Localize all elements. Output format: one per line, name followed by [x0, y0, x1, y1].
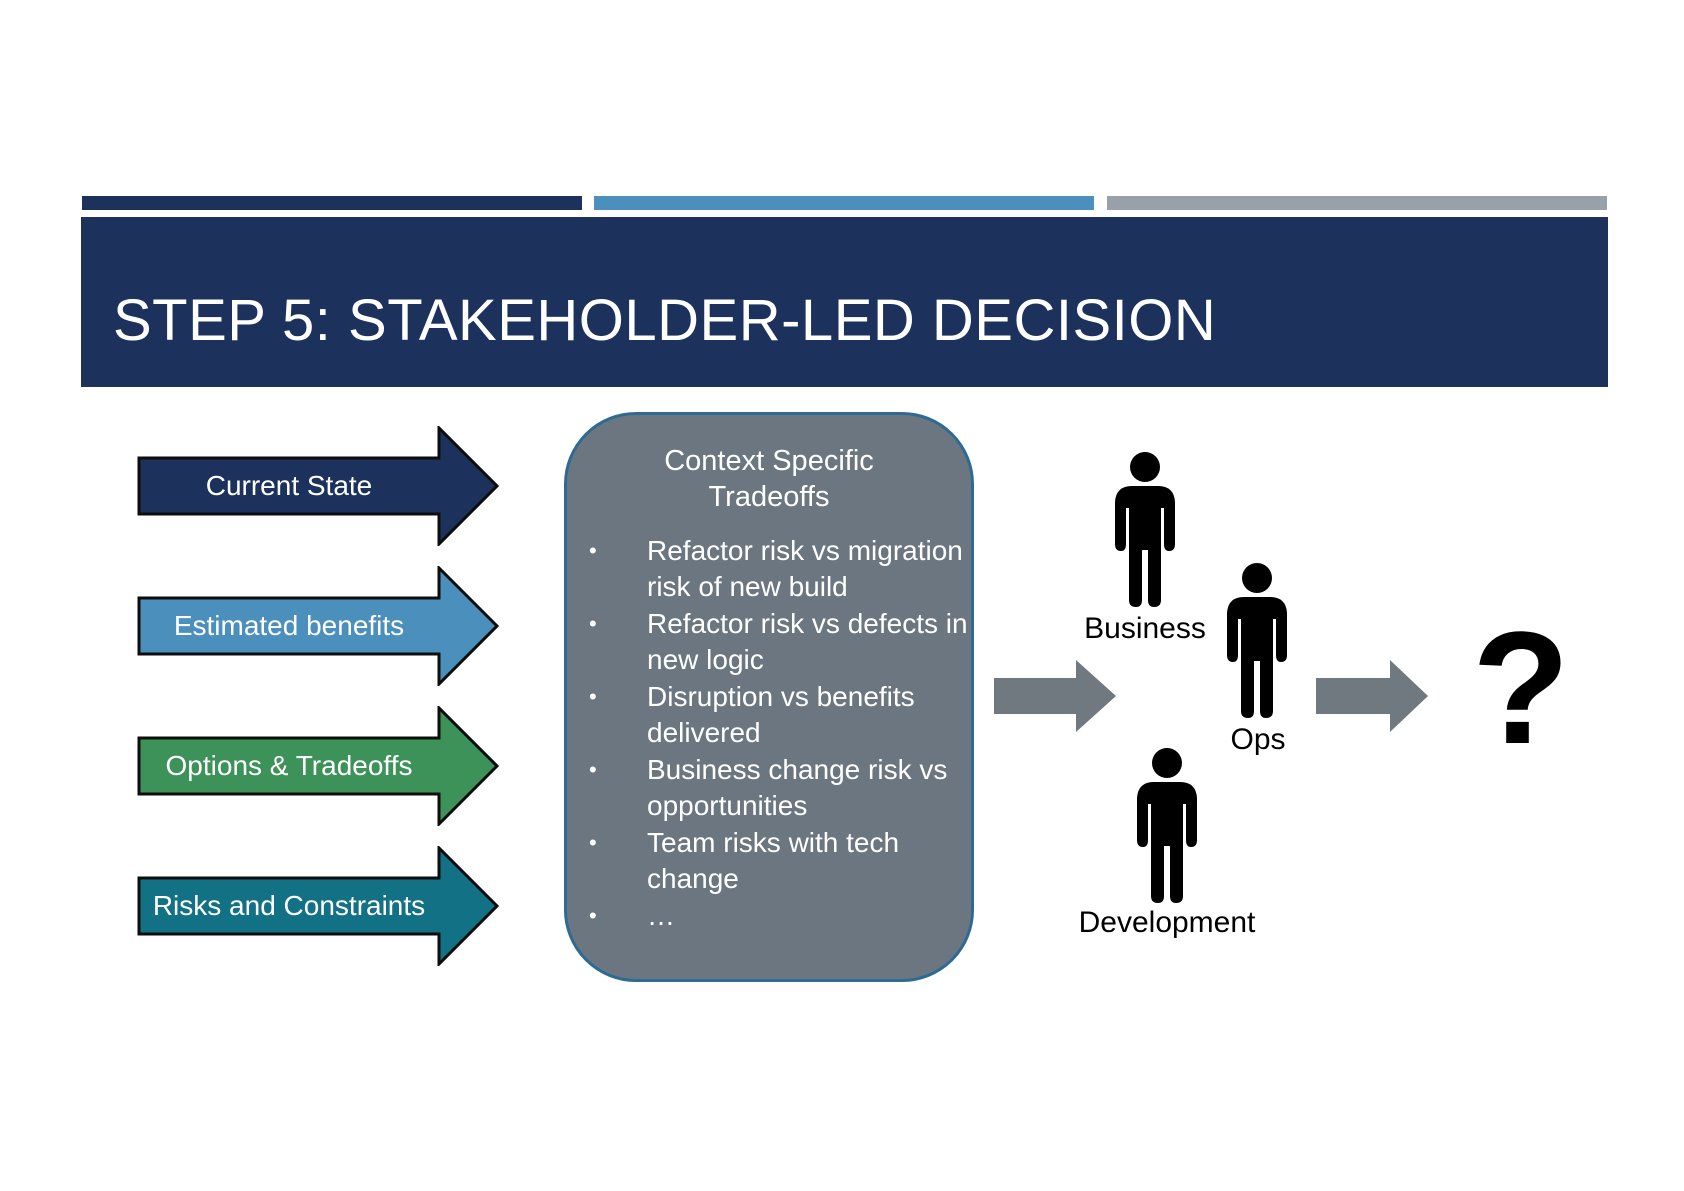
- list-item: •…: [589, 898, 969, 934]
- list-item-text: …: [647, 900, 675, 931]
- tradeoffs-title: Context Specific Tradeoffs: [567, 443, 971, 515]
- flow-arrow-icon: [1316, 660, 1428, 732]
- bullet-icon: •: [589, 611, 597, 636]
- title-banner: STEP 5: STAKEHOLDER-LED DECISION: [81, 217, 1608, 387]
- list-item: • Refactor risk vs migration risk of new …: [589, 533, 969, 605]
- list-item-text: Refactor risk vs defects in new logic: [647, 608, 968, 675]
- arrow-right-icon: [137, 706, 500, 826]
- list-item: • Refactor risk vs defects in new logic: [589, 606, 969, 678]
- tradeoffs-box: Context Specific Tradeoffs • Refactor ris…: [564, 412, 974, 982]
- stakeholder-label-development: Development: [1078, 906, 1256, 939]
- arrow-right-icon: [137, 566, 500, 686]
- stakeholder-label-business: Business: [1084, 612, 1206, 645]
- list-item: • Disruption vs benefits delivered: [589, 679, 969, 751]
- input-label: Options & Tradeoffs: [165, 750, 413, 781]
- input-arrow-options-tradeoffs: Options & Tradeoffs: [137, 706, 501, 826]
- slide-title: STEP 5: STAKEHOLDER-LED DECISION: [113, 288, 1217, 353]
- input-label: Current State: [205, 470, 373, 501]
- arrow-right-icon: [137, 846, 500, 966]
- arrow-right-icon: [137, 426, 500, 546]
- question-mark-icon: ?: [1472, 598, 1570, 777]
- list-item-text: Disruption vs benefits delivered: [647, 681, 915, 748]
- input-arrow-current-state: Current State: [137, 426, 501, 546]
- bullet-icon: •: [589, 684, 597, 709]
- bullet-icon: •: [589, 538, 597, 563]
- input-arrow-estimated-benefits: Estimated benefits: [137, 566, 501, 686]
- list-item-text: Refactor risk vs migration risk of new b…: [647, 535, 963, 602]
- input-label: Estimated benefits: [173, 610, 405, 641]
- input-label: Risks and Constraints: [152, 890, 426, 921]
- input-arrow-risks-constraints: Risks and Constraints: [137, 846, 501, 966]
- list-item: • Team risks with tech change: [589, 825, 969, 897]
- bullet-icon: •: [589, 903, 597, 928]
- list-item-text: Team risks with tech change: [647, 827, 900, 894]
- tradeoffs-list: • Refactor risk vs migration risk of new …: [589, 533, 969, 935]
- list-item: • Business change risk vs opportunities: [589, 752, 969, 824]
- bullet-icon: •: [589, 830, 597, 855]
- list-item-text: Business change risk vs opportunities: [647, 754, 948, 821]
- bullet-icon: •: [589, 757, 597, 782]
- tradeoffs-title-text: Context Specific Tradeoffs: [664, 445, 874, 513]
- accent-bar-navy: [82, 196, 582, 210]
- stakeholder-label-ops: Ops: [1230, 723, 1286, 756]
- person-icon-development: [1137, 748, 1197, 903]
- flow-arrow-icon: [994, 660, 1116, 732]
- person-icon-ops: [1227, 563, 1287, 718]
- accent-bar-gray: [1107, 196, 1607, 210]
- accent-bar-blue: [594, 196, 1094, 210]
- person-icon-business: [1115, 452, 1175, 607]
